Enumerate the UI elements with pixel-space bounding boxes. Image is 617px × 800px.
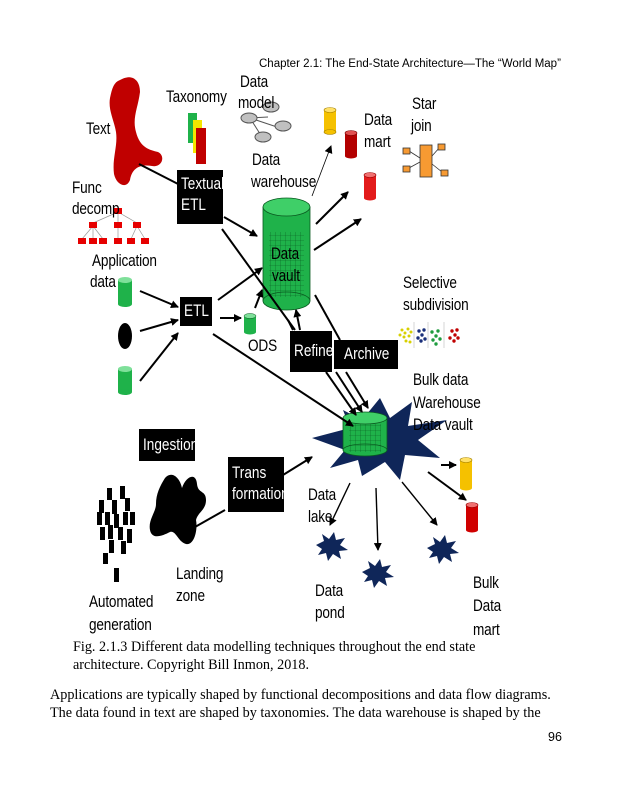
data-model-icon: [240, 101, 292, 143]
func-decomp-tree-icon: [78, 208, 149, 244]
archive-box: Archive: [334, 340, 398, 369]
application-data-label-2: data: [90, 272, 116, 291]
data-mart-cylinder-icon: [363, 172, 377, 201]
etl-label: ETL: [184, 301, 209, 320]
data-lake-label-2: lake: [308, 507, 333, 526]
data-model-label-1: Data: [240, 72, 269, 91]
automated-generation-label-2: generation: [89, 615, 152, 634]
body-line-1: Applications are typically shaped by fun…: [50, 687, 551, 703]
bulk-data-label-2: Warehouse: [413, 393, 481, 412]
landing-zone-label-1: Landing: [176, 564, 224, 583]
refine-label: Refine: [294, 341, 334, 360]
data-pond-label-2: pond: [315, 603, 345, 622]
transformation-label-2: formation: [232, 484, 289, 503]
text-blob-icon: [109, 77, 163, 186]
page-number: 96: [548, 730, 562, 744]
bulk-data-mart-label-3: mart: [473, 620, 500, 639]
func-decomp-label-1: Func: [72, 178, 102, 197]
data-vault-label-2: vault: [272, 266, 300, 285]
textual-etl-label-2: ETL: [181, 195, 206, 214]
automated-generation-icon: [97, 486, 135, 582]
etl-box: ETL: [180, 297, 212, 326]
selective-subdivision-label-1: Selective: [403, 273, 457, 292]
application-data-black-icon: [118, 323, 132, 349]
archive-label: Archive: [344, 344, 390, 363]
bulk-data-vault-icon: [312, 398, 447, 480]
ods-label: ODS: [248, 336, 277, 355]
body-line-2: The data found in text are shaped by tax…: [50, 705, 541, 721]
landing-zone-blob-icon: [149, 474, 206, 545]
data-mart-label-1: Data: [364, 110, 393, 129]
data-lake-label-1: Data: [308, 485, 337, 504]
refine-box: Refine: [290, 331, 334, 372]
flow-arrows: [138, 163, 467, 551]
star-join-icon: [402, 143, 449, 178]
textual-etl-label-1: Textual: [181, 174, 225, 193]
bulk-data-label-3: Data vault: [413, 415, 473, 434]
data-mart-label-2: mart: [364, 132, 391, 151]
caption-line-2: architecture. Copyright Bill Inmon, 2018…: [73, 657, 310, 673]
taxonomy-icon: [188, 113, 206, 164]
bulk-data-mart-cylinder-icon: [465, 502, 479, 533]
data-vault-label-1: Data: [271, 244, 300, 263]
automated-generation-label-1: Automated: [89, 592, 154, 611]
bulk-data-label-1: Bulk data: [413, 370, 469, 389]
running-header: Chapter 2.1: The End-State Architecture—…: [259, 58, 561, 70]
application-data-cylinder-icon: [118, 277, 132, 307]
application-data-cylinder-icon: [118, 366, 132, 395]
data-pond-star-icon: [427, 535, 459, 564]
textual-etl-box: Textual ETL: [177, 170, 225, 224]
text-label: Text: [86, 119, 111, 138]
star-join-label-2: join: [411, 116, 432, 135]
star-join-label-1: Star: [412, 94, 437, 113]
transformation-box: Trans formation: [228, 457, 289, 512]
func-decomp-label-2: decomp: [72, 199, 120, 218]
ingestion-box: Ingestion: [139, 429, 199, 461]
data-pond-label-1: Data: [315, 581, 344, 600]
bulk-data-mart-label-1: Bulk: [473, 573, 499, 592]
data-vault-cylinder-icon: [262, 197, 311, 311]
caption-line-1: Fig. 2.1.3 Different data modelling tech…: [73, 639, 476, 655]
bulk-data-mart-cylinder-icon: [459, 457, 473, 491]
taxonomy-label: Taxonomy: [166, 87, 227, 106]
bulk-data-mart-label-2: Data: [473, 596, 502, 615]
dotted-arrow: [311, 145, 333, 197]
selective-subdivision-icon: [398, 322, 460, 348]
body-paragraph: Applications are typically shaped by fun…: [50, 686, 590, 722]
data-pond-star-icon: [316, 532, 348, 561]
transformation-label-1: Trans: [232, 463, 267, 482]
data-warehouse-label-2: warehouse: [251, 172, 317, 191]
data-model-label-2: model: [238, 93, 275, 112]
data-mart-cylinder-icon: [323, 107, 337, 135]
figure-caption: Fig. 2.1.3 Different data modelling tech…: [73, 638, 533, 674]
ingestion-label: Ingestion: [143, 435, 199, 454]
ods-cylinder-icon: [243, 313, 257, 335]
data-warehouse-label-1: Data: [252, 150, 281, 169]
application-data-label-1: Application: [92, 251, 157, 270]
data-mart-cylinder-icon: [344, 130, 358, 159]
selective-subdivision-label-2: subdivision: [403, 295, 469, 314]
data-pond-star-icon: [362, 559, 394, 588]
landing-zone-label-2: zone: [176, 586, 205, 605]
